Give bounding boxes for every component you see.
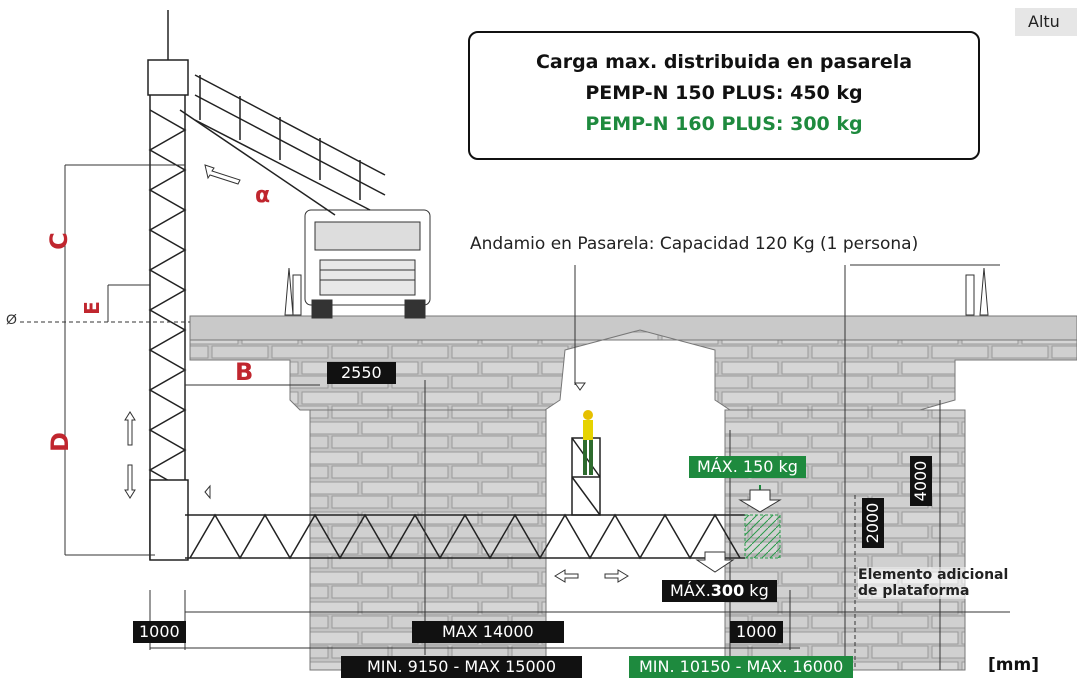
dim-letter-c: C <box>44 232 73 250</box>
angle-alpha-symbol: α <box>255 183 271 208</box>
label-2550: 2550 <box>327 362 396 384</box>
load-box-line2: PEMP-N 160 PLUS: 300 kg <box>585 113 863 135</box>
load-box-title: Carga max. distribuida en pasarela <box>535 51 913 73</box>
scaffold-capacity-note: Andamio en Pasarela: Capacidad 120 Kg (1… <box>470 234 919 254</box>
zero-symbol: Ø <box>6 311 17 327</box>
dim-letter-e: E <box>79 301 104 315</box>
horizontal-platform <box>185 513 745 560</box>
upper-walkway <box>179 74 386 216</box>
label-max-150kg: MÁX. 150 kg <box>689 456 806 478</box>
label-max-300kg: MÁX.300 kg <box>662 580 777 602</box>
top-right-partial-text: Altu <box>1015 8 1077 36</box>
dim-letter-d: D <box>45 432 74 452</box>
max300-value: 300 <box>710 581 745 600</box>
unit-label: [mm] <box>988 655 1039 675</box>
label-1000-right: 1000 <box>730 621 783 643</box>
label-min-10150-max-16000: MIN. 10150 - MAX. 16000 <box>629 656 854 678</box>
load-capacity-box: Carga max. distribuida en pasarela PEMP-… <box>468 31 980 160</box>
additional-element-label: Elemento adicional de plataforma <box>858 567 1009 599</box>
vertical-mast <box>147 10 189 561</box>
load-box-line1: PEMP-N 150 PLUS: 450 kg <box>585 82 863 104</box>
label-min-9150-max-15000: MIN. 9150 - MAX 15000 <box>341 656 583 678</box>
truck-illustration <box>304 209 431 319</box>
dim-letter-b: B <box>235 358 254 386</box>
direction-arrows <box>124 164 782 583</box>
additional-element-line1: Elemento adicional <box>858 567 1009 583</box>
worker-figure <box>583 410 593 475</box>
label-2000: 2000 <box>862 498 884 548</box>
label-4000: 4000 <box>910 456 932 506</box>
label-1000-left: 1000 <box>133 621 186 643</box>
additional-element-hatched <box>744 514 781 559</box>
max300-prefix: MÁX. <box>670 581 711 600</box>
bridge-deck <box>189 315 1077 411</box>
label-max-14000: MAX 14000 <box>412 621 564 643</box>
max300-unit: kg <box>749 581 769 600</box>
road-markers <box>284 267 989 316</box>
additional-element-line2: de plataforma <box>858 583 970 599</box>
